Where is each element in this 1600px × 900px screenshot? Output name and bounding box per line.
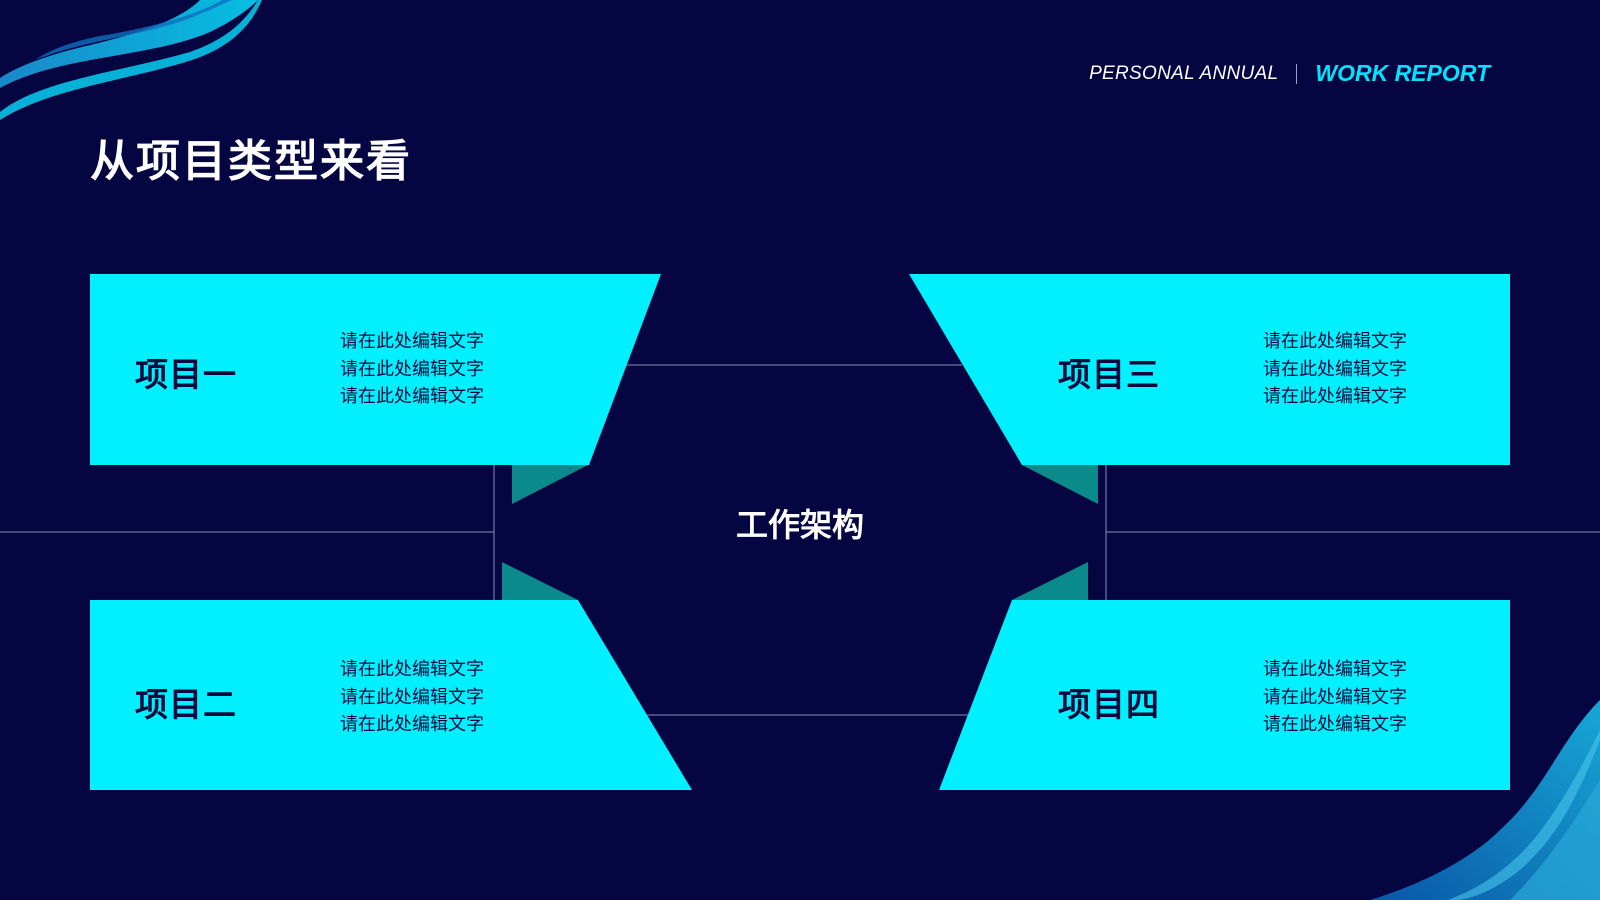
wave-top-left-thin (35, 0, 232, 60)
project-1-line-2: 请在此处编辑文字 (340, 358, 484, 380)
project-1-lines: 请在此处编辑文字 请在此处编辑文字 请在此处编辑文字 (340, 328, 484, 411)
project-3-line-2: 请在此处编辑文字 (1263, 358, 1407, 380)
header-english: PERSONAL ANNUAL WORK REPORT (1089, 60, 1490, 87)
project-4-name: 项目四 (1058, 685, 1160, 724)
card-project-3 (909, 274, 1510, 465)
project-2-line-2: 请在此处编辑文字 (340, 686, 484, 708)
project-4-lines: 请在此处编辑文字 请在此处编辑文字 请在此处编辑文字 (1263, 656, 1407, 739)
center-label: 工作架构 (735, 506, 864, 544)
project-3-name: 项目三 (1058, 355, 1160, 394)
wave-bottom-right (1370, 700, 1600, 900)
project-2-line-1: 请在此处编辑文字 (340, 659, 484, 680)
project-3-line-1: 请在此处编辑文字 (1263, 331, 1407, 352)
cards (90, 274, 1510, 790)
project-4-line-1: 请在此处编辑文字 (1263, 659, 1407, 680)
project-2-lines: 请在此处编辑文字 请在此处编辑文字 请在此处编辑文字 (340, 656, 484, 739)
project-3-line-3: 请在此处编辑文字 (1263, 386, 1407, 407)
wave-top-left-edge (0, 0, 262, 120)
header-subtitle-light: PERSONAL ANNUAL (1089, 62, 1279, 84)
card-project-4 (939, 600, 1510, 790)
wave-bottom-right-edge (1448, 730, 1600, 900)
wave-top-left (0, 0, 258, 88)
card-project-1 (90, 274, 661, 465)
project-2-name: 项目二 (135, 685, 237, 724)
header-subtitle-bold: WORK REPORT (1315, 60, 1490, 86)
card-shadows (502, 465, 1098, 600)
project-4-line-3: 请在此处编辑文字 (1263, 714, 1407, 735)
project-1-line-3: 请在此处编辑文字 (340, 386, 484, 407)
connector-lines (0, 364, 1600, 716)
wave-bottom-right-inner (1510, 780, 1600, 900)
project-4-line-2: 请在此处编辑文字 (1263, 686, 1407, 708)
project-2-line-3: 请在此处编辑文字 (340, 714, 484, 735)
card-project-2 (90, 600, 692, 790)
project-1-line-1: 请在此处编辑文字 (340, 331, 484, 352)
project-1-name: 项目一 (135, 355, 237, 394)
project-3-lines: 请在此处编辑文字 请在此处编辑文字 请在此处编辑文字 (1263, 328, 1407, 411)
header-separator (1296, 63, 1298, 84)
page-title: 从项目类型来看 (90, 136, 412, 187)
